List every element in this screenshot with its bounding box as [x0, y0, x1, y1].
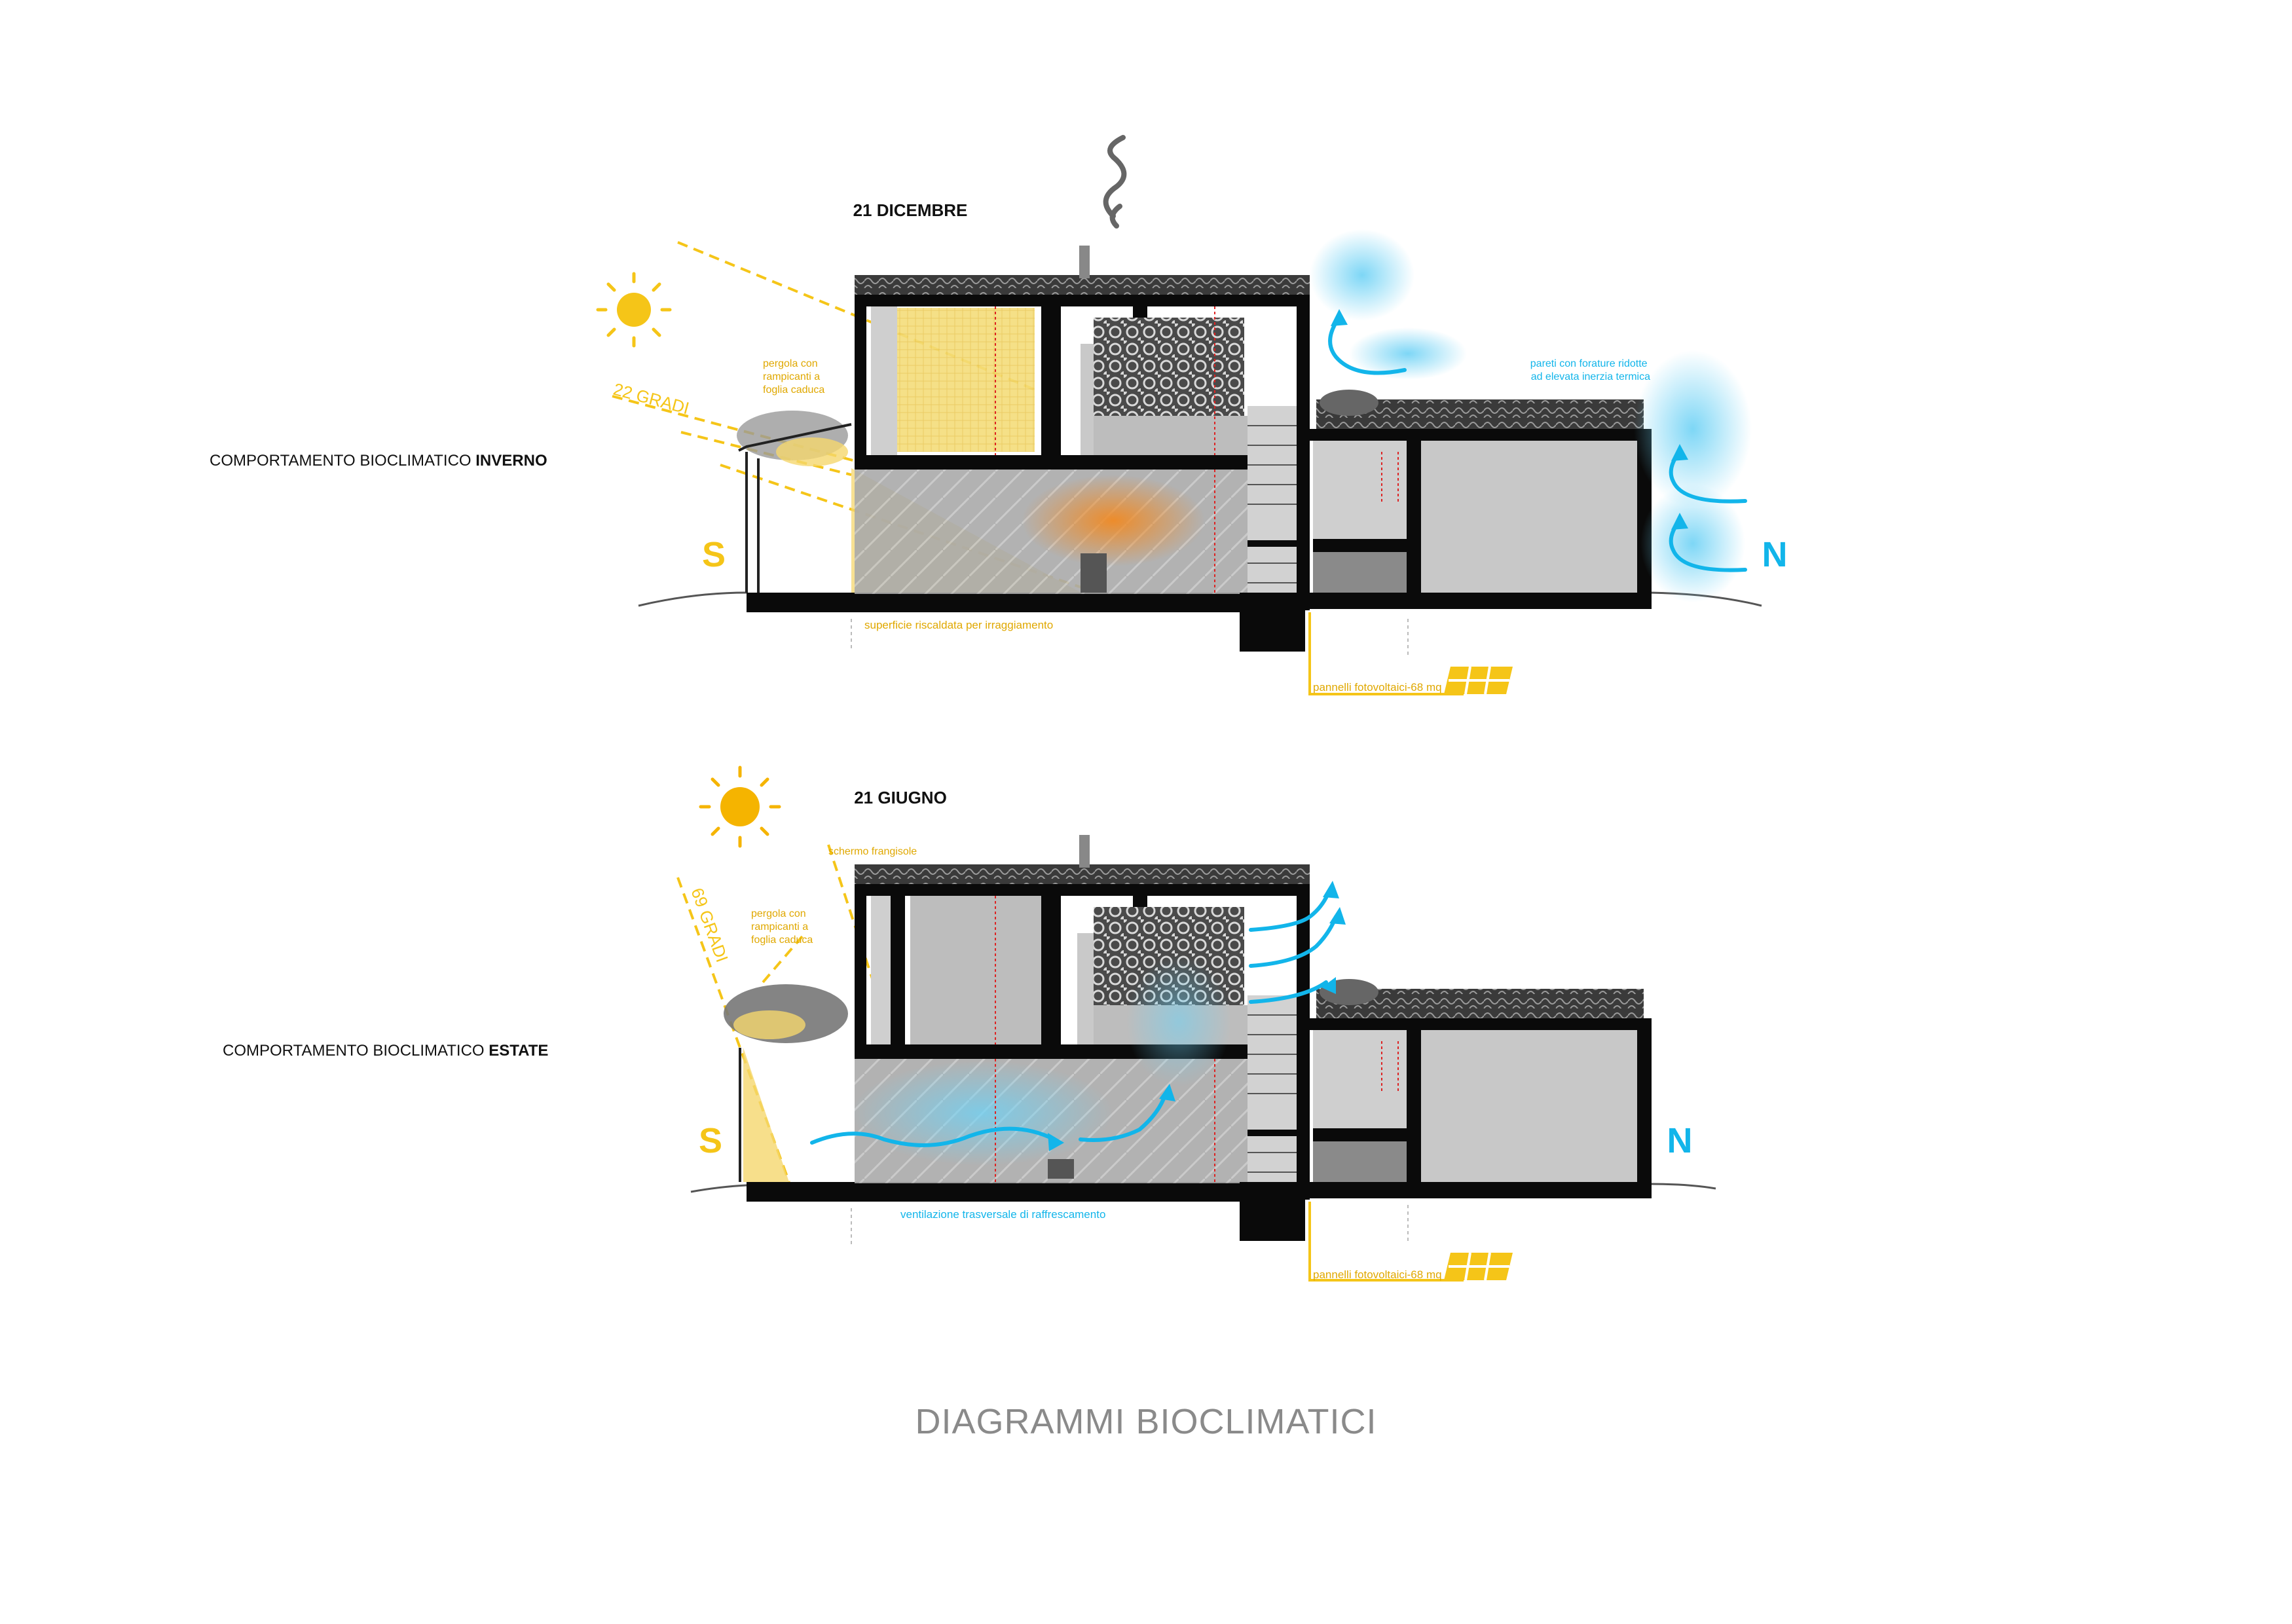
summer-shade — [743, 1048, 789, 1182]
chimney — [1079, 246, 1090, 278]
screen-frangisole — [891, 896, 905, 1044]
summer-diagram: 21 GIUGNO COMPORTAMENTO BIOCLIMATICO EST… — [223, 766, 1716, 1282]
winter-pv-note: pannelli fotovoltaici-68 mq — [1313, 681, 1442, 693]
ground-line — [690, 1183, 1716, 1193]
summer-ventilation-note: ventilazione trasversale di raffrescamen… — [900, 1208, 1105, 1221]
winter-south-label: S — [702, 535, 726, 574]
roof-tiles — [855, 275, 1310, 296]
winter-sun-angle: 22 GRADI — [611, 379, 691, 418]
summer-date: 21 GIUGNO — [854, 788, 947, 807]
roof-slab — [855, 295, 1310, 306]
summer-screen-note: schermo frangisole — [828, 846, 917, 857]
summer-north-label: N — [1667, 1121, 1693, 1160]
summer-pergola-note: pergola con rampicanti a foglia caduca — [751, 908, 813, 946]
sunlit-zone-upper — [897, 308, 1035, 452]
smoke-icon — [1103, 135, 1127, 229]
winter-north-label: N — [1762, 535, 1788, 574]
heat-glow — [1022, 475, 1205, 566]
wind-arrow-icon — [1328, 316, 1747, 572]
stair — [1240, 406, 1305, 652]
sun-icon — [596, 272, 672, 348]
pv-leader — [1308, 612, 1464, 695]
photovoltaic-icon — [1444, 666, 1513, 695]
north-room — [1421, 441, 1637, 593]
winter-behaviour-label: COMPORTAMENTO BIOCLIMATICO INVERNO — [210, 452, 547, 470]
winter-walls-note: pareti con forature ridotte ad elevata i… — [1530, 358, 1650, 382]
sun-icon — [699, 766, 781, 848]
stair — [1240, 995, 1305, 1241]
page-title: DIAGRAMMI BIOCLIMATICI — [915, 1402, 1377, 1441]
summer-sun-angle: 69 GRADI — [687, 885, 732, 965]
winter-pergola-note: pergola con rampicanti a foglia caduca — [763, 358, 824, 396]
summer-pv-note: pannelli fotovoltaici-68 mq — [1313, 1268, 1442, 1281]
winter-floor-note: superficie riscaldata per irraggiamento — [864, 619, 1053, 631]
lattice-screen — [1094, 318, 1244, 416]
summer-behaviour-label: COMPORTAMENTO BIOCLIMATICO ESTATE — [223, 1042, 548, 1060]
summer-south-label: S — [699, 1121, 722, 1160]
wind-arrow-icon — [810, 889, 1338, 1147]
ground-slab — [747, 593, 1251, 612]
photovoltaic-icon — [1444, 1252, 1513, 1281]
green-roof — [1320, 390, 1378, 416]
summer-solar-rays — [676, 844, 892, 1183]
pergola-frame — [738, 423, 852, 452]
floor-slab-upper — [855, 455, 1248, 470]
winter-diagram: 21 DICEMBRE COMPORTAMENTO BIOCLIMATICO I… — [210, 135, 1788, 695]
winter-date: 21 DICEMBRE — [853, 200, 968, 220]
